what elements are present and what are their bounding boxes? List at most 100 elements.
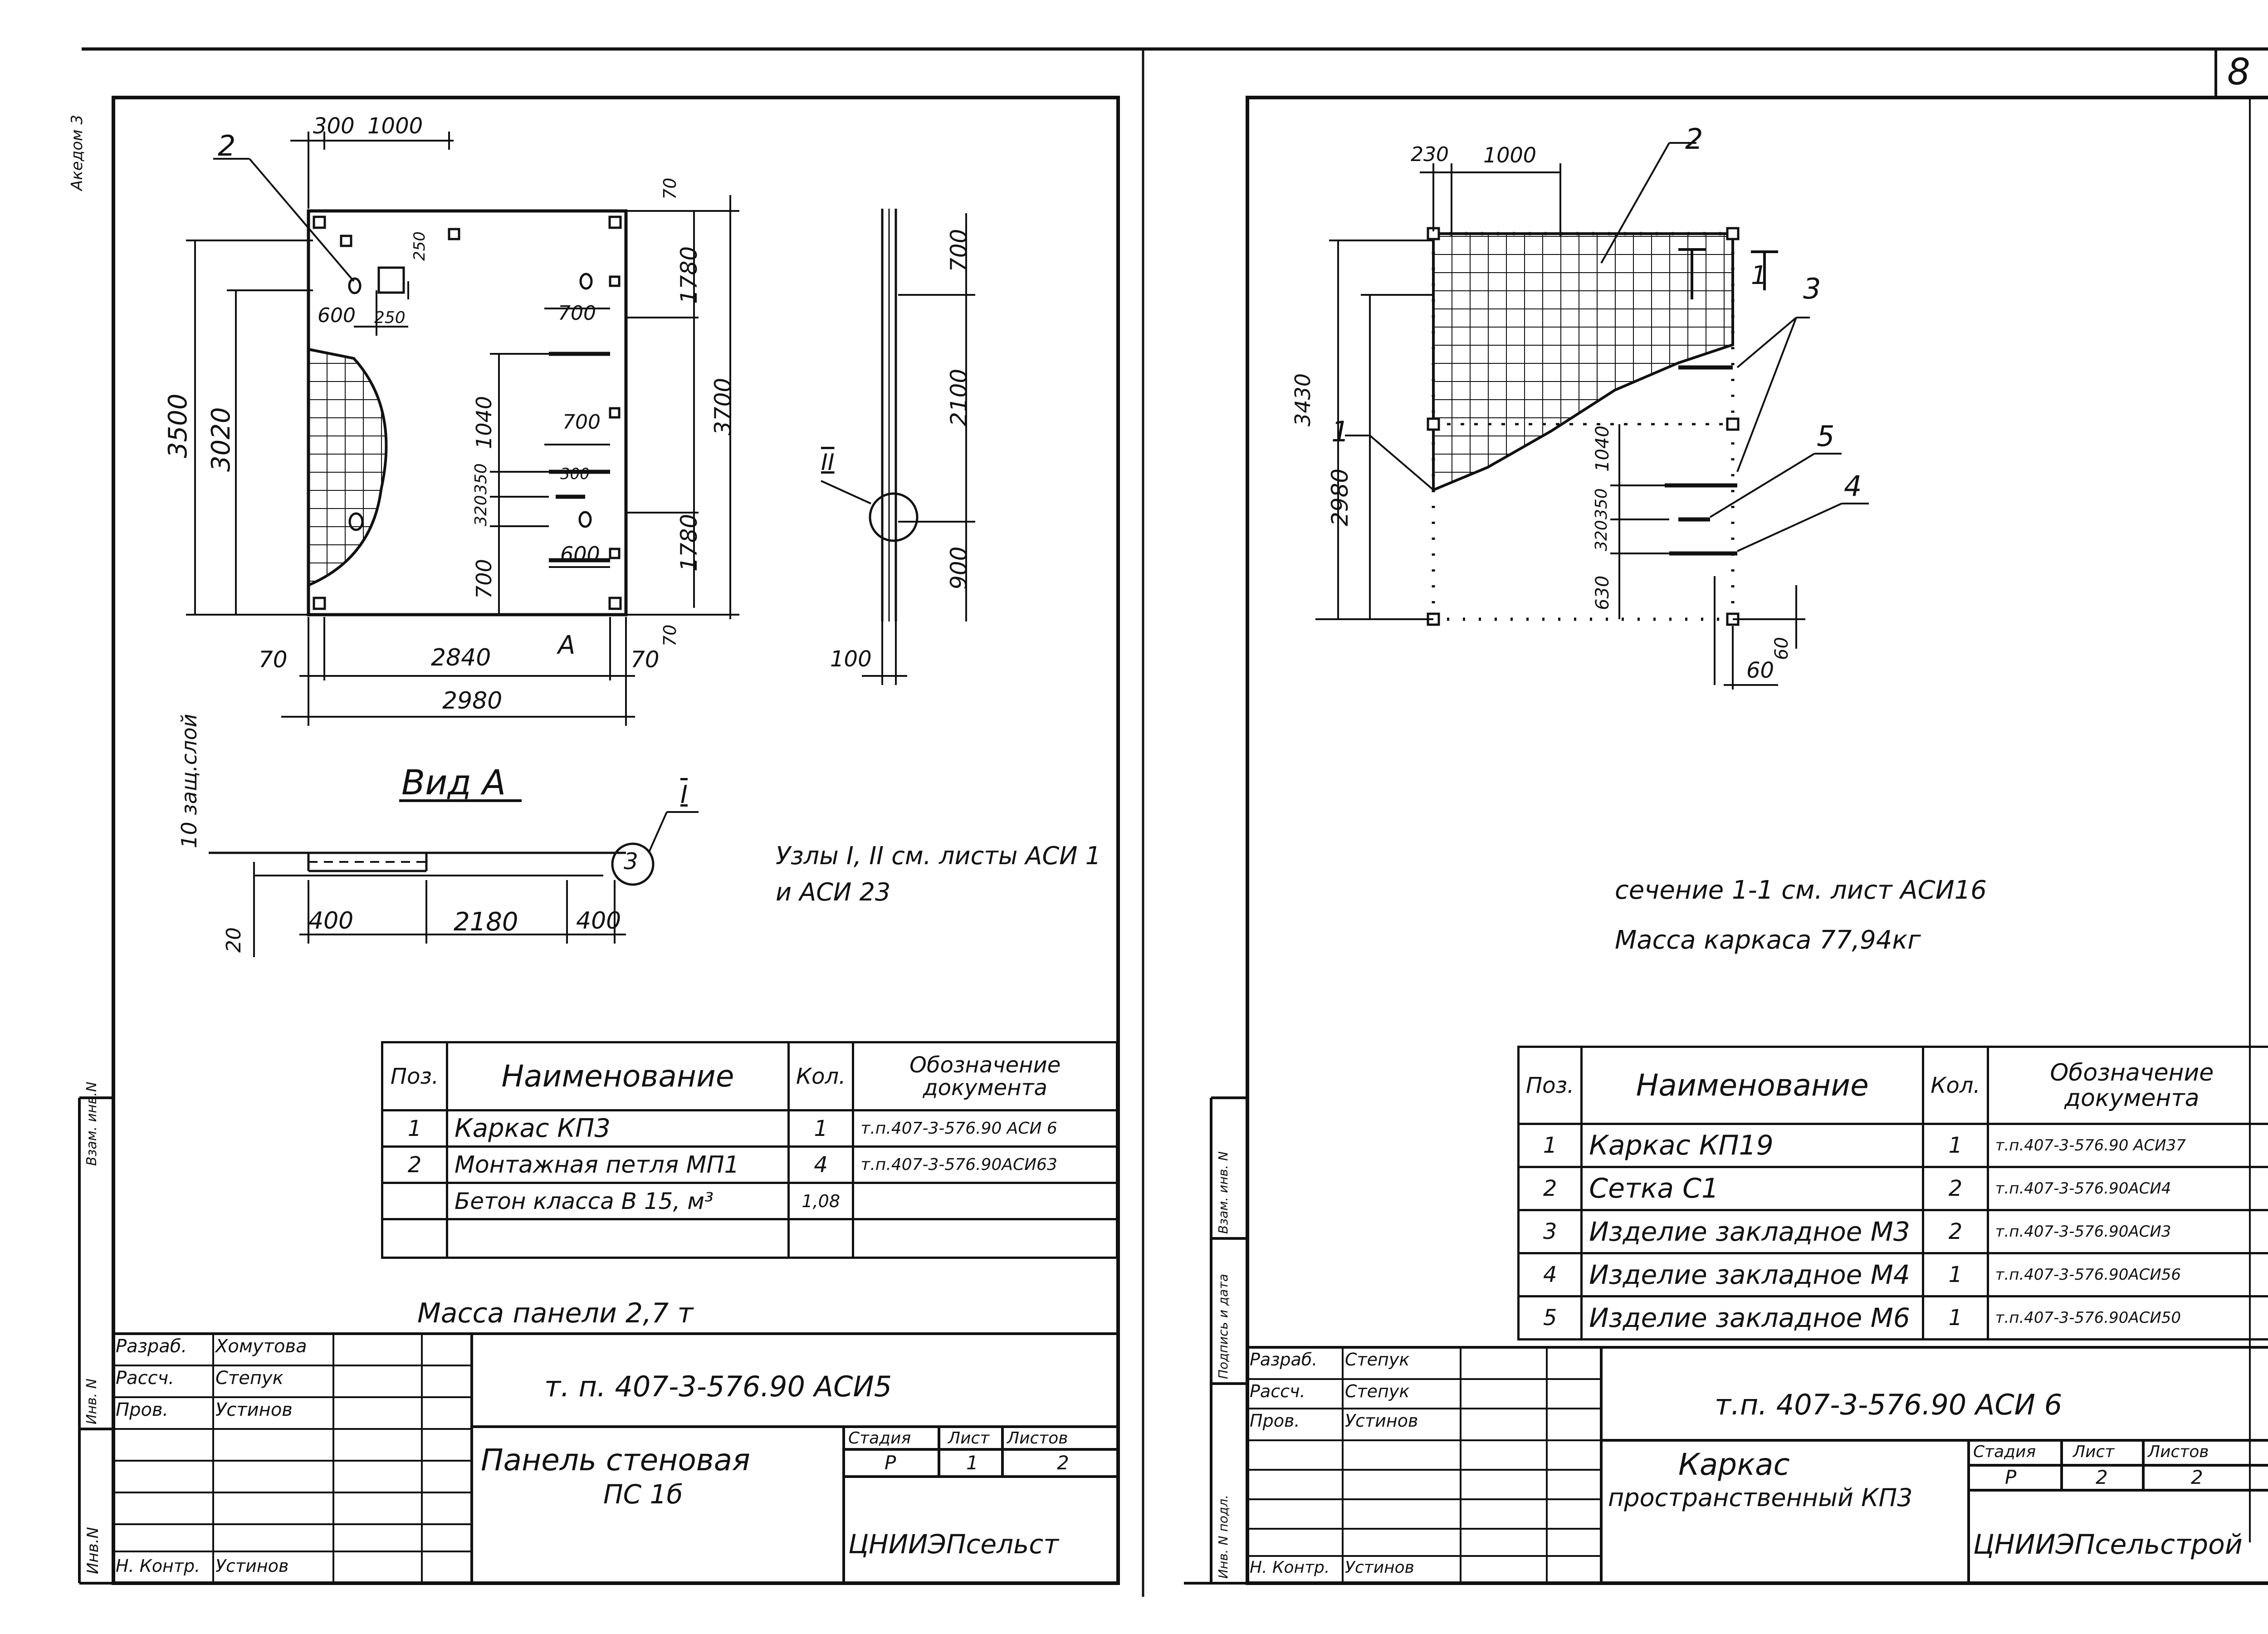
spec-header: Обозначение документа <box>1986 1046 2268 1125</box>
tb-stage: Р <box>885 1452 896 1474</box>
tb-role: Рассч. <box>116 1368 174 1389</box>
nodes-note-2: и АСИ 23 <box>776 878 891 906</box>
tb-sheet-header: Лист <box>2073 1443 2115 1461</box>
dimension-label: 1000 <box>1483 143 1537 167</box>
tb-stage-header: Стадия <box>1973 1443 2036 1461</box>
dimension-label: 3500 <box>163 393 193 458</box>
callout-5: 5 <box>1817 420 1835 453</box>
view-a-title: Вид А <box>401 762 506 802</box>
dimension-label: 70 <box>631 646 660 673</box>
tb-stage: Р <box>2005 1466 2017 1488</box>
sheet-number: 8 <box>2227 51 2250 93</box>
spec-header: Наименование <box>1580 1046 1925 1125</box>
dimension-label: 250 <box>411 231 429 261</box>
dimension-label: 900 <box>946 546 972 590</box>
dimension-label: 350 <box>1592 488 1611 519</box>
tb-item-name: Панель стеновая <box>481 1443 750 1477</box>
dimension-label: 1040 <box>1592 426 1613 472</box>
callout-node-I: I <box>680 780 688 809</box>
tb-name: Степук <box>1345 1381 1410 1401</box>
frame-mesh-cutaway <box>1432 232 1734 492</box>
tb-item-name: Каркас <box>1678 1447 1790 1482</box>
dimension-label: 70 <box>660 624 680 646</box>
dimension-label: 350 <box>472 463 490 494</box>
tb-document-code: т.п. 407-3-576.90 АСИ 6 <box>1715 1388 2063 1421</box>
tb-name: Устинов <box>1345 1558 1414 1577</box>
dimension-label: 320 <box>472 495 490 526</box>
dimension-label: 10 защ.слой <box>177 714 201 848</box>
dimension-label: 250 <box>374 308 406 327</box>
spec-header: Кол. <box>1922 1046 1989 1125</box>
tb-side-label: Инв. N подл. <box>1216 1495 1231 1579</box>
dimension-label: 60 <box>1771 637 1792 660</box>
section-note: сечение 1-1 см. лист АСИ16 <box>1615 876 1987 905</box>
tb-organization: ЦНИИЭПсельст <box>848 1529 1059 1560</box>
tb-sheet: 2 <box>2096 1466 2108 1488</box>
callout-pos-3: 3 <box>624 848 638 875</box>
tb-name: Устинов <box>1345 1411 1418 1431</box>
callout-2: 2 <box>1685 122 1703 156</box>
dimension-label: 700 <box>946 229 972 272</box>
tb-sheet-header: Лист <box>948 1429 990 1448</box>
dimension-label: 1780 <box>676 514 702 572</box>
callout-1: 1 <box>1331 415 1349 448</box>
tb-organization: ЦНИИЭПсельстрой <box>1973 1529 2243 1561</box>
dimension-label: 2980 <box>442 687 503 714</box>
dimension-label: 3020 <box>206 407 236 472</box>
dimension-label: 70 <box>259 646 288 673</box>
tb-role: Н. Контр. <box>116 1556 200 1576</box>
tb-item-name-2: ПС 1б <box>603 1479 683 1510</box>
dimension-label: 400 <box>576 907 621 934</box>
dimension-label: 1040 <box>472 396 496 449</box>
tb-role: Н. Контр. <box>1250 1558 1330 1577</box>
tb-sheets-header: Листов <box>1007 1429 1068 1448</box>
panel-mesh-cutaway <box>307 347 388 587</box>
dimension-label: 2100 <box>946 368 972 426</box>
dimension-label: 230 <box>1411 143 1449 166</box>
dimension-label: 2980 <box>1327 468 1353 526</box>
section-mark: 1 <box>1751 261 1767 290</box>
dimension-label: 300 <box>560 465 590 483</box>
tb-name: Степук <box>215 1368 284 1389</box>
dimension-label: 600 <box>318 304 356 327</box>
dimension-label: 3430 <box>1290 373 1315 426</box>
frame-mass-note: Масса каркаса 77,94кг <box>1615 925 1921 955</box>
section-arrow-A: А <box>558 631 576 660</box>
callout-node-II: II <box>821 449 835 475</box>
table-row <box>381 1218 1118 1259</box>
tb-role: Рассч. <box>1250 1381 1305 1401</box>
tb-item-name-2: пространственный КП3 <box>1608 1483 1913 1512</box>
tb-sheets: 2 <box>2191 1466 2203 1488</box>
spec-header: Поз. <box>381 1041 448 1111</box>
spec-header: Поз. <box>1517 1046 1583 1125</box>
dimension-label: 300 <box>313 113 355 139</box>
tb-sheets: 2 <box>1057 1452 1069 1474</box>
spec-header: Обозначение документа <box>852 1041 1118 1111</box>
tb-name: Хомутова <box>215 1336 307 1357</box>
dimension-label: 600 <box>560 542 600 567</box>
tb-name: Устинов <box>215 1556 289 1576</box>
tb-role: Разраб. <box>116 1336 187 1357</box>
tb-role: Пров. <box>116 1399 169 1420</box>
dimension-label: 400 <box>308 907 354 934</box>
tb-side-label: Инв.N <box>84 1527 102 1574</box>
tb-sheets-header: Листов <box>2148 1443 2209 1461</box>
tb-side-label: Инв. N <box>84 1378 100 1424</box>
tb-document-code: т. п. 407-3-576.90 АСИ5 <box>544 1370 892 1403</box>
dimension-label: 1780 <box>676 246 702 304</box>
dimension-label: 700 <box>472 559 496 599</box>
dimension-label: 700 <box>558 302 596 325</box>
callout-4: 4 <box>1844 470 1862 503</box>
dimension-label: 70 <box>660 177 680 200</box>
dimension-label: 630 <box>1592 575 1613 610</box>
tb-role: Разраб. <box>1250 1350 1318 1370</box>
tb-sheet: 1 <box>966 1452 978 1474</box>
dimension-label: 60 <box>1746 658 1774 683</box>
